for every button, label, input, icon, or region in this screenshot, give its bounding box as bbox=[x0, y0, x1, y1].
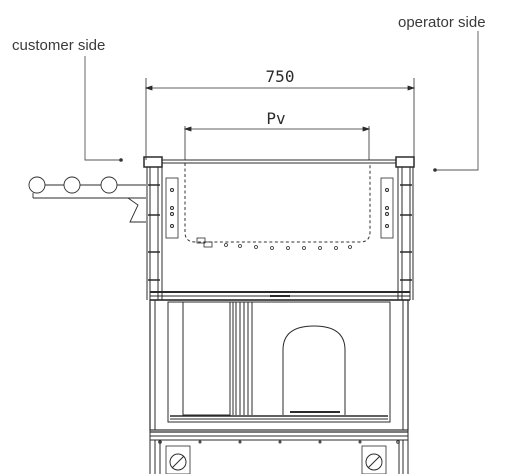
lower-cabinet bbox=[149, 299, 409, 431]
left-caster bbox=[165, 445, 191, 474]
customer-side-label: customer side bbox=[12, 37, 106, 54]
tank-fittings bbox=[196, 237, 352, 250]
middle-rail bbox=[150, 291, 410, 301]
dimension-pv-text: Pv bbox=[266, 109, 285, 128]
operator-side-leader bbox=[433, 31, 479, 172]
top-frame bbox=[143, 156, 415, 168]
customer-side-leader bbox=[84, 56, 123, 162]
pipe-connection bbox=[28, 176, 146, 223]
dimension-pv: Pv bbox=[183, 109, 371, 160]
dimension-750-text: 750 bbox=[266, 67, 295, 86]
right-caster bbox=[361, 445, 387, 474]
left-column bbox=[146, 167, 179, 300]
dashed-tank bbox=[184, 163, 371, 243]
dimension-750: 750 bbox=[144, 67, 416, 160]
operator-side-label: operator side bbox=[398, 14, 486, 31]
base-frame bbox=[149, 430, 409, 474]
right-column bbox=[380, 167, 414, 300]
